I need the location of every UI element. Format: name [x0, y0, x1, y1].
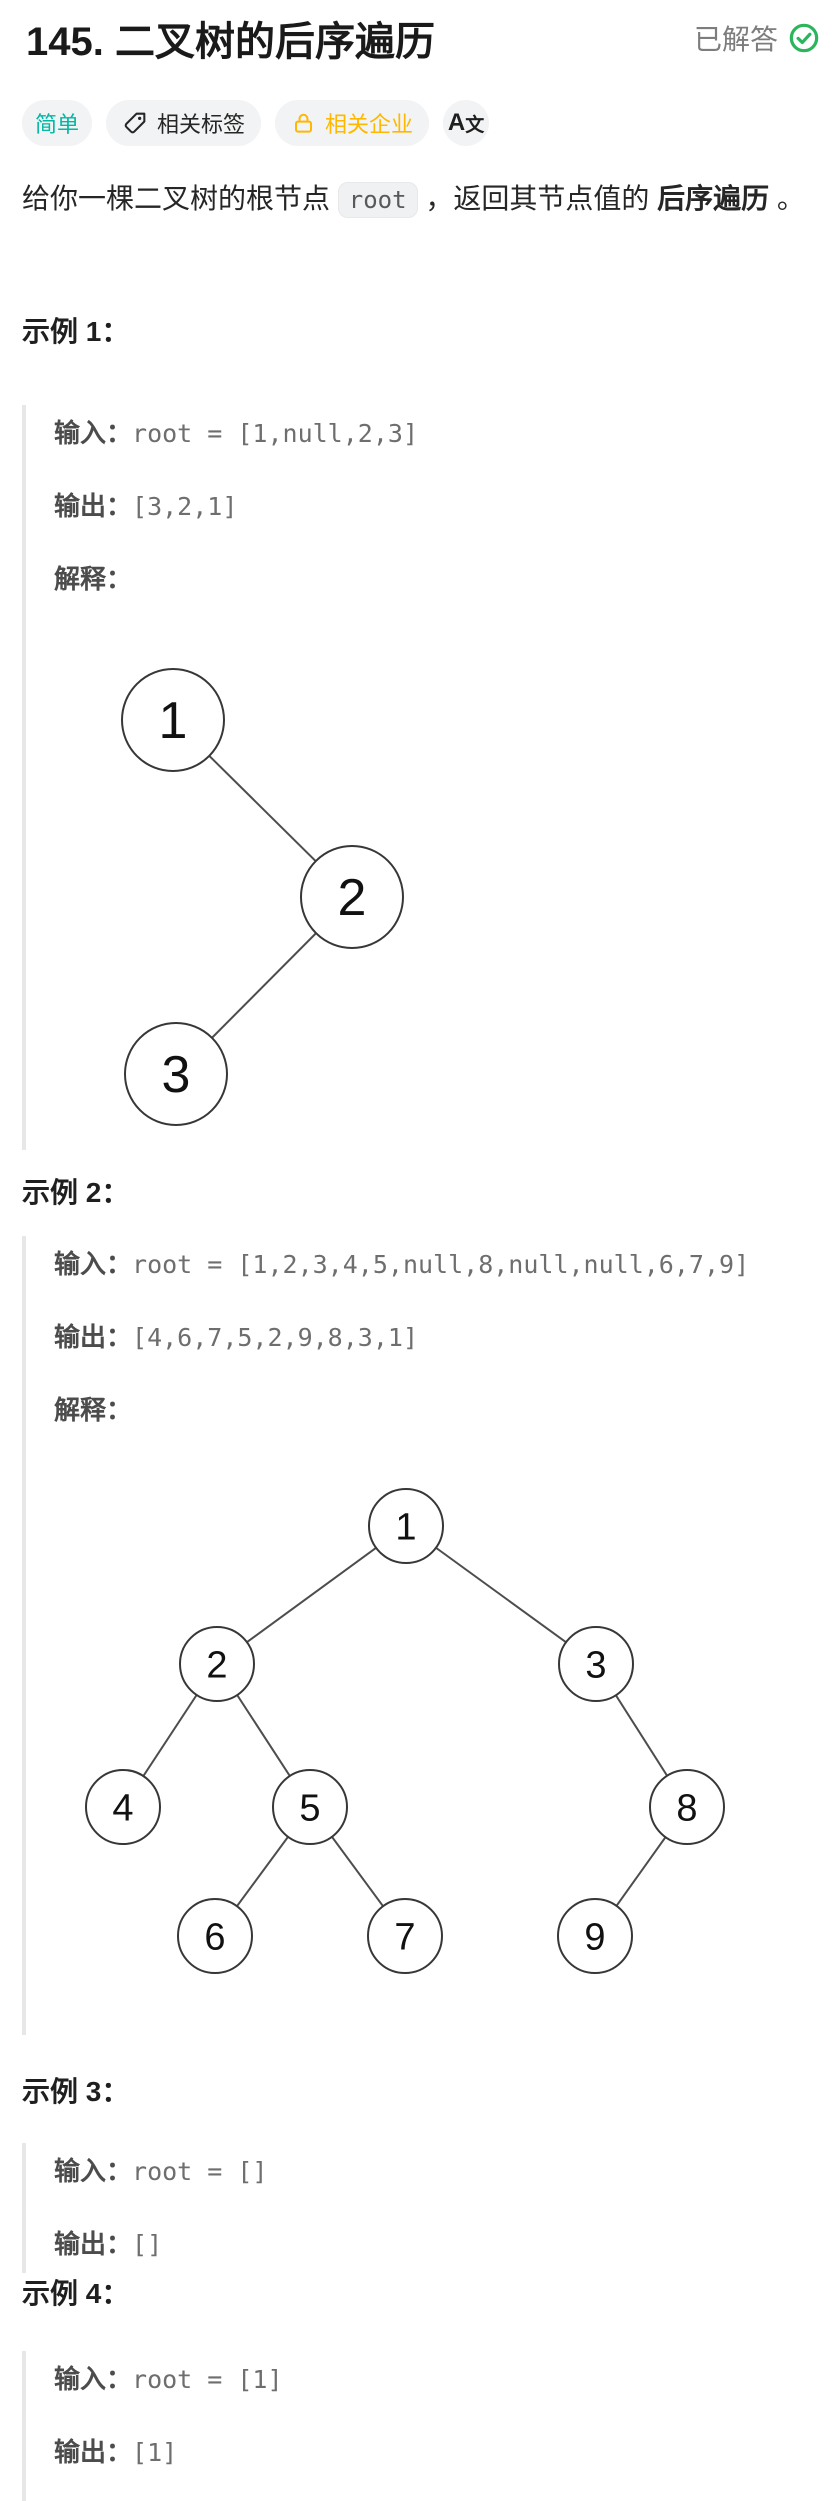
example-4-input-line: 输入：root = [1] — [54, 2361, 820, 2398]
tree-node-value: 9 — [584, 1916, 605, 1958]
tag-icon — [122, 110, 148, 136]
tree-node-value: 2 — [338, 869, 367, 927]
translate-button[interactable]: A 文 — [443, 100, 490, 146]
input-label: 输入： — [54, 2156, 133, 2186]
tree-node-2 — [179, 1626, 255, 1702]
input-value: root = [] — [132, 2157, 268, 2186]
example-1-output-line: 输出：[3,2,1] — [54, 488, 820, 525]
tree-node-value: 1 — [395, 1506, 416, 1548]
example-2-block: 输入：root = [1,2,3,4,5,null,8,null,null,6,… — [22, 1236, 820, 2035]
translate-icon: A — [447, 109, 466, 136]
tree-node-2 — [300, 845, 404, 949]
tree-node-value: 2 — [206, 1644, 227, 1686]
example-3-heading: 示例 3： — [22, 2076, 130, 2107]
lock-icon — [291, 111, 316, 136]
tree-node-value: 4 — [112, 1787, 133, 1829]
header: 145. 二叉树的后序遍历 已解答 — [22, 14, 820, 64]
tree-node-1 — [368, 1488, 444, 1564]
output-value: [1] — [132, 2438, 178, 2467]
example-4-output-line: 输出：[1] — [54, 2434, 820, 2471]
binary-tree-diagram-1: 1 2 3 — [54, 645, 820, 1140]
input-value: root = [1] — [132, 2365, 283, 2394]
tree-node-7 — [367, 1898, 443, 1974]
example-3-output-line: 输出：[] — [54, 2226, 820, 2263]
tree-edge — [405, 1525, 597, 1665]
output-value: [3,2,1] — [132, 492, 238, 521]
difficulty-label: 简单 — [35, 112, 80, 137]
tree-node-3 — [124, 1022, 228, 1126]
example-2-heading: 示例 2： — [22, 1177, 130, 1208]
description-text: 给你一棵二叉树的根节点 — [22, 183, 338, 214]
input-value: root = [1,null,2,3] — [132, 419, 418, 448]
description-text: ，返回其节点值的 — [417, 183, 658, 214]
related-tags-button[interactable]: 相关标签 — [106, 100, 262, 146]
circle-check-icon — [788, 22, 820, 54]
solved-status: 已解答 — [694, 18, 820, 58]
input-label: 输入： — [54, 1249, 133, 1279]
tree-node-6 — [177, 1898, 253, 1974]
output-label: 输出： — [54, 491, 133, 521]
tree-node-8 — [649, 1769, 725, 1845]
example-1-block: 输入：root = [1,null,2,3] 输出：[3,2,1] 解释： 1 2… — [22, 405, 820, 1150]
example-2-input-line: 输入：root = [1,2,3,4,5,null,8,null,null,6,… — [54, 1246, 820, 1283]
example-1-explain-line: 解释： — [54, 561, 820, 597]
input-value: root = [1,2,3,4,5,null,8,null,null,6,7,9… — [132, 1250, 750, 1279]
page-title: 145. 二叉树的后序遍历 — [26, 20, 435, 64]
tags-row: 简单 相关标签 相关企业 A 文 — [22, 100, 820, 146]
tree-node-value: 5 — [299, 1787, 320, 1829]
tree-node-value: 7 — [394, 1916, 415, 1958]
related-companies-button[interactable]: 相关企业 — [275, 100, 430, 146]
tree-node-5 — [272, 1769, 348, 1845]
output-value: [4,6,7,5,2,9,8,3,1] — [132, 1323, 418, 1352]
example-3-block: 输入：root = [] 输出：[] — [22, 2143, 820, 2273]
example-4-block: 输入：root = [1] 输出：[1] — [22, 2351, 820, 2501]
tree-svg: 1 2 3 4 5 8 6 7 9 — [85, 1488, 725, 1974]
binary-tree-diagram-2: 1 2 3 4 5 8 6 7 9 — [54, 1474, 820, 1989]
example-2-output-line: 输出：[4,6,7,5,2,9,8,3,1] — [54, 1319, 820, 1356]
example-2-explain-line: 解释： — [54, 1392, 820, 1428]
related-tags-label: 相关标签 — [157, 112, 246, 137]
description-text: 。 — [769, 183, 805, 214]
problem-description: 给你一棵二叉树的根节点 root ，返回其节点值的 后序遍历 。 — [22, 178, 820, 221]
tree-node-4 — [85, 1769, 161, 1845]
inline-code-root: root — [337, 182, 418, 218]
tree-svg: 1 2 3 — [121, 668, 404, 1126]
tree-node-9 — [557, 1898, 633, 1974]
example-3-input-line: 输入：root = [] — [54, 2153, 820, 2190]
explain-label: 解释： — [54, 1395, 133, 1425]
example-4-heading: 示例 4： — [22, 2278, 130, 2309]
tree-node-value: 3 — [585, 1644, 606, 1686]
example-1-heading: 示例 1： — [22, 316, 130, 347]
output-label: 输出： — [54, 1322, 133, 1352]
description-bold-term: 后序遍历 — [657, 183, 770, 214]
solved-label: 已解答 — [693, 24, 778, 55]
output-label: 输出： — [54, 2437, 133, 2467]
tree-edge — [216, 1525, 407, 1665]
input-label: 输入： — [54, 418, 133, 448]
output-label: 输出： — [54, 2229, 133, 2259]
example-1-input-line: 输入：root = [1,null,2,3] — [54, 415, 820, 452]
input-label: 输入： — [54, 2364, 133, 2394]
tree-node-value: 6 — [204, 1916, 225, 1958]
tree-node-value: 3 — [162, 1046, 191, 1104]
tree-node-value: 8 — [676, 1787, 697, 1829]
tree-node-3 — [558, 1626, 634, 1702]
output-value: [] — [132, 2230, 163, 2259]
tree-node-value: 1 — [159, 692, 188, 750]
tree-node-1 — [121, 668, 225, 772]
difficulty-badge[interactable]: 简单 — [22, 100, 93, 146]
related-companies-label: 相关企业 — [325, 112, 414, 137]
translate-icon-cjk: 文 — [465, 114, 485, 136]
explain-label: 解释： — [54, 564, 133, 594]
